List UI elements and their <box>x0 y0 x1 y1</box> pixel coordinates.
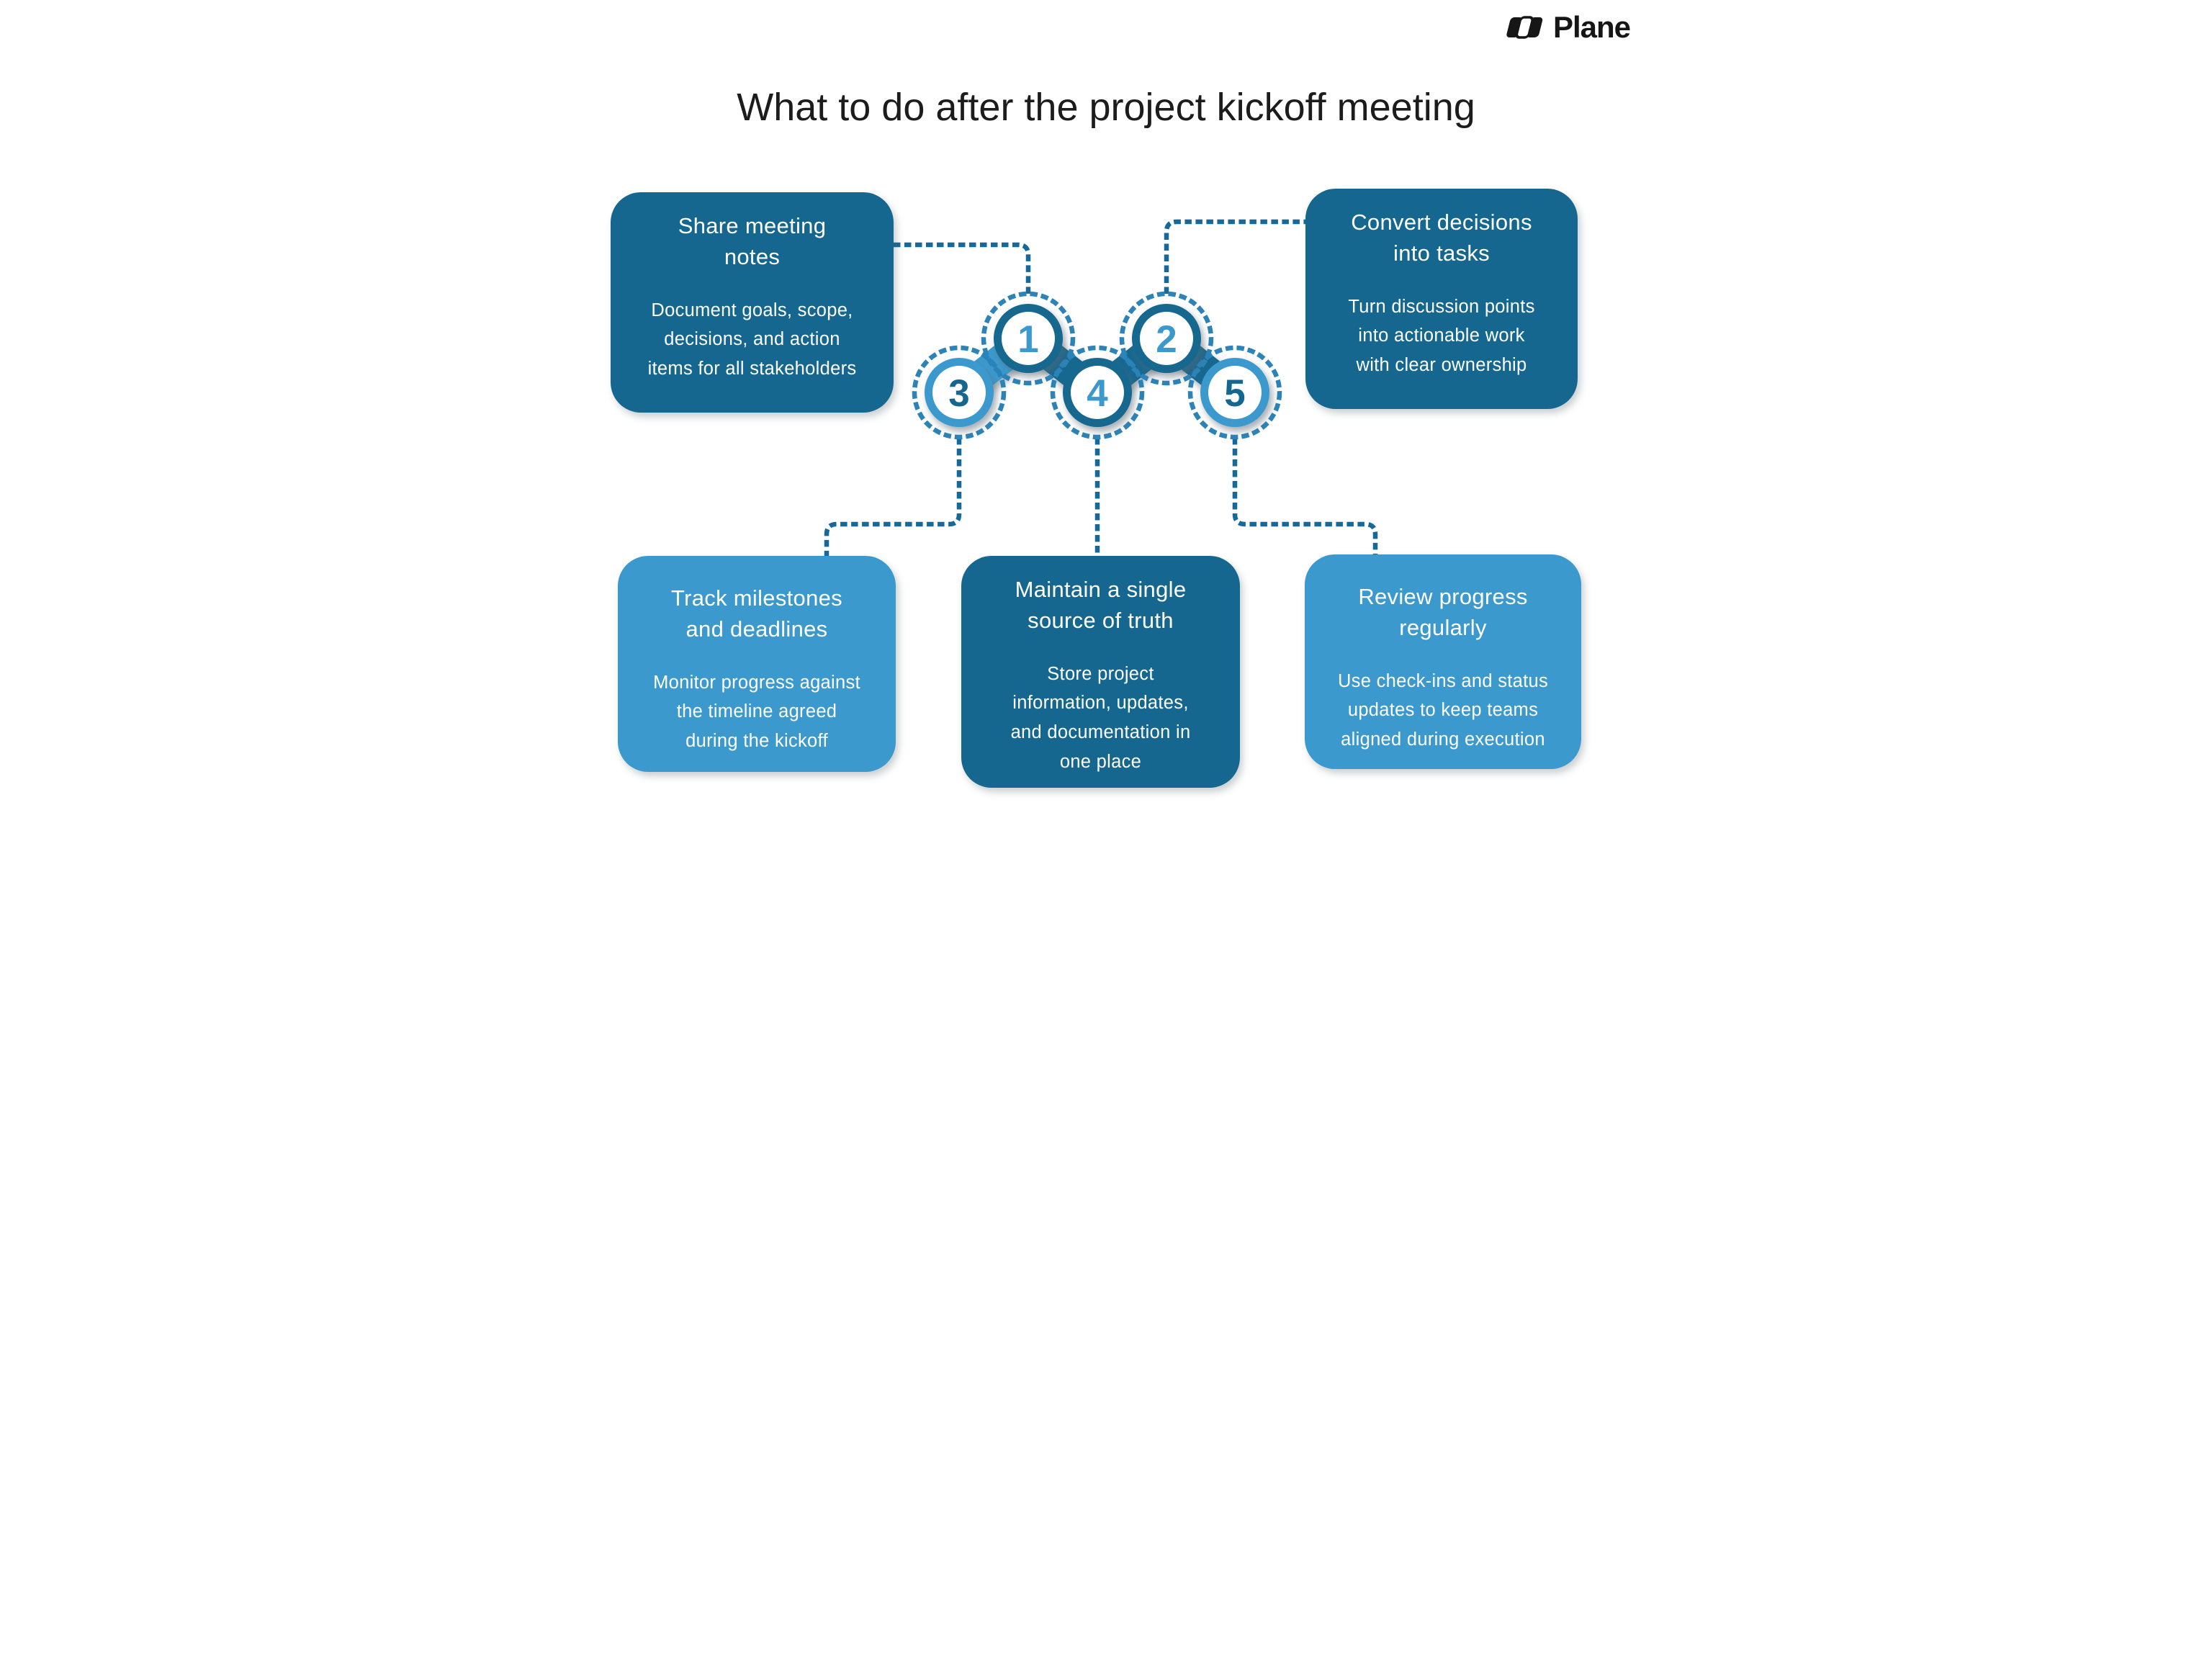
card-description: Document goals, scope, decisions, and ac… <box>647 300 857 379</box>
card-convert-decisions-into-tasks: Convert decisions into tasks Turn discus… <box>1305 189 1578 409</box>
step-circle-5 <box>1200 358 1269 427</box>
dashed-ring-5 <box>1187 345 1282 440</box>
card-description: Turn discussion points into actionable w… <box>1348 296 1535 376</box>
dashed-ring-1 <box>981 291 1076 386</box>
infographic-canvas: Plane What to do after the project kicko… <box>553 0 1659 830</box>
card-share-meeting-notes: Share meeting notes Document goals, scop… <box>611 192 894 413</box>
brand-name: Plane <box>1552 10 1631 44</box>
connector-step3 <box>824 438 962 557</box>
card-maintain-single-source-of-truth: Maintain a single source of truth Store … <box>961 556 1240 788</box>
step-number-2: 2 <box>1156 318 1177 361</box>
page-title: What to do after the project kickoff mee… <box>737 86 1475 129</box>
steps-diagram: 1 2 3 4 5 <box>824 219 1378 557</box>
card-title: Share meeting notes <box>678 213 827 269</box>
card-description: Use check-ins and status updates to keep… <box>1337 670 1549 750</box>
card-title: Maintain a single source of truth <box>1015 577 1187 633</box>
step-number-5: 5 <box>1224 372 1245 415</box>
connector-step2 <box>1164 219 1306 294</box>
step-circle-2 <box>1132 304 1201 373</box>
card-title: Review progress regularly <box>1358 584 1528 640</box>
step-number-4: 4 <box>1087 372 1108 415</box>
step-circle-4 <box>1063 358 1132 427</box>
connector-step5 <box>1232 438 1378 557</box>
step-circle-1 <box>994 304 1063 373</box>
connector-step1 <box>894 242 1031 294</box>
step-number-3: 3 <box>948 372 969 415</box>
card-title: Convert decisions into tasks <box>1351 210 1532 266</box>
dashed-ring-2 <box>1119 291 1214 386</box>
card-description: Store project information, updates, and … <box>1010 663 1191 772</box>
card-title: Track milestones and deadlines <box>671 585 842 642</box>
step-number-1: 1 <box>1017 318 1038 361</box>
dashed-ring-3 <box>912 345 1007 440</box>
brand-logo: Plane <box>1506 10 1631 45</box>
step-circle-3 <box>925 358 994 427</box>
card-description: Monitor progress against the timeline ag… <box>653 672 860 752</box>
plane-logo-icon <box>1506 16 1543 39</box>
dashed-ring-4 <box>1050 345 1145 440</box>
card-track-milestones-and-deadlines: Track milestones and deadlines Monitor p… <box>618 556 896 772</box>
card-review-progress-regularly: Review progress regularly Use check-ins … <box>1305 554 1581 769</box>
